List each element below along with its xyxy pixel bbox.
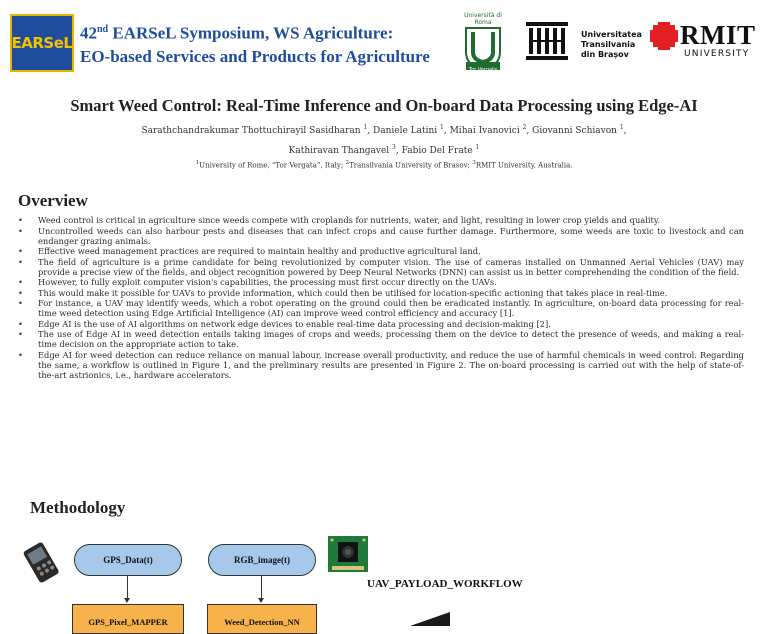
affiliation-text: RMIT University, Australia. xyxy=(475,161,573,170)
tor-vergata-logo-bottom: Tor Vergata xyxy=(468,67,498,73)
author-name: Mihai Ivanovici xyxy=(449,126,523,136)
author-affiliation-mark: 1 xyxy=(475,144,480,151)
author-affiliation-mark: 3 xyxy=(392,144,396,151)
author-separator: , xyxy=(395,146,402,156)
rmit-pixel-icon xyxy=(650,22,678,50)
rgb-to-nn-arrowhead xyxy=(258,598,264,603)
author-name: Kathiravan Thangavel xyxy=(288,146,393,156)
rgb-image-node: RGB_image(t) xyxy=(208,544,316,576)
paper-title: Smart Weed Control: Real-Time Inference … xyxy=(70,96,698,115)
author-affiliation-mark: 1 xyxy=(440,124,444,131)
weed-detection-nn-box: Weed_Detection_NN xyxy=(207,604,317,634)
author-name: Fabio Del Frate xyxy=(401,146,476,156)
symposium-title-line1: 42nd EARSeL Symposium, WS Agriculture: xyxy=(80,23,394,43)
gps-to-mapper-arrow xyxy=(127,576,128,598)
overview-bullet: Uncontrolled weeds can also harbour pest… xyxy=(18,226,744,246)
author-separator: , xyxy=(367,126,373,136)
gps-pixel-mapper-box: GPS_Pixel_MAPPER xyxy=(72,604,184,634)
tor-vergata-logo: Università di Roma Tor Vergata xyxy=(460,12,506,73)
earsel-logo-text: EARSeL xyxy=(11,34,73,52)
tor-vergata-shield-icon xyxy=(465,27,501,71)
author-affiliation-mark: 2 xyxy=(522,124,527,131)
rmit-university-label: UNIVERSITY xyxy=(684,49,750,59)
gps-to-mapper-arrowhead xyxy=(124,598,130,603)
affiliation-mark: 2 xyxy=(345,160,350,166)
author-separator: , xyxy=(526,126,533,136)
overview-bullet: Edge AI is the use of AI algorithms on n… xyxy=(18,319,744,329)
overview-bullet-list: Weed control is critical in agriculture … xyxy=(18,215,744,380)
author-name: Sarathchandrakumar Thottuchirayil Sasidh… xyxy=(141,126,364,136)
workflow-label: UAV_PAYLOAD_WORKFLOW xyxy=(367,578,523,590)
symposium-title: 42nd EARSeL Symposium, WS Agriculture: E… xyxy=(80,18,460,68)
hardware-board-icon xyxy=(410,612,450,626)
affiliations: 1University of Rome, “Tor Vergata”, Ital… xyxy=(20,160,748,169)
unitbv-logo-text: Universitatea Transilvania din Brașov xyxy=(581,30,642,59)
author-separator: , xyxy=(623,126,627,136)
overview-bullet: Effective weed management practices are … xyxy=(18,246,744,256)
workflow-diagram: GPS_Data(t) RGB_image(t) UAV_PAYLOAD_WOR… xyxy=(0,530,768,634)
rmit-logo: RMIT UNIVERSITY xyxy=(650,20,762,64)
overview-bullet: For instance, a UAV may identify weeds, … xyxy=(18,298,744,318)
symposium-title-line2: EO-based Services and Products for Agric… xyxy=(80,46,430,66)
affiliation-text: Transilvania University of Brasov; xyxy=(349,161,473,170)
methodology-heading: Methodology xyxy=(30,498,126,517)
author-affiliation-mark: 1 xyxy=(619,124,624,131)
overview-bullet: Weed control is critical in agriculture … xyxy=(18,215,744,225)
authors-line-2: Kathiravan Thangavel 3, Fabio Del Frate … xyxy=(20,144,748,156)
affiliation-mark: 3 xyxy=(472,160,476,166)
author-affiliation-mark: 1 xyxy=(363,124,368,131)
overview-bullet: This would make it possible for UAVs to … xyxy=(18,288,744,298)
gps-data-node: GPS_Data(t) xyxy=(74,544,182,576)
author-name: Daniele Latini xyxy=(373,126,441,136)
overview-bullet: The field of agriculture is a prime cand… xyxy=(18,257,744,277)
affiliation-text: University of Rome, “Tor Vergata”, Italy… xyxy=(199,161,346,170)
camera-module-icon xyxy=(328,536,368,572)
poster-header: EARSeL 42nd EARSeL Symposium, WS Agricul… xyxy=(0,0,768,80)
rgb-to-nn-arrow xyxy=(261,576,262,598)
author-separator: , xyxy=(443,126,450,136)
tor-vergata-logo-top: Università di Roma xyxy=(464,12,502,26)
affiliation-mark: 1 xyxy=(195,160,200,166)
rmit-wordmark: RMIT xyxy=(680,20,756,50)
unitbv-emblem-icon xyxy=(524,18,570,64)
gps-device-icon xyxy=(23,542,59,583)
overview-heading: Overview xyxy=(18,191,88,210)
authors-line-1: Sarathchandrakumar Thottuchirayil Sasidh… xyxy=(20,124,748,136)
author-name: Giovanni Schiavon xyxy=(532,126,620,136)
overview-bullet: Edge AI for weed detection can reduce re… xyxy=(18,350,744,380)
earsel-logo: EARSeL xyxy=(10,14,74,72)
overview-bullet: However, to fully exploit computer visio… xyxy=(18,277,744,287)
overview-bullet: The use of Edge AI in weed detection ent… xyxy=(18,329,744,349)
